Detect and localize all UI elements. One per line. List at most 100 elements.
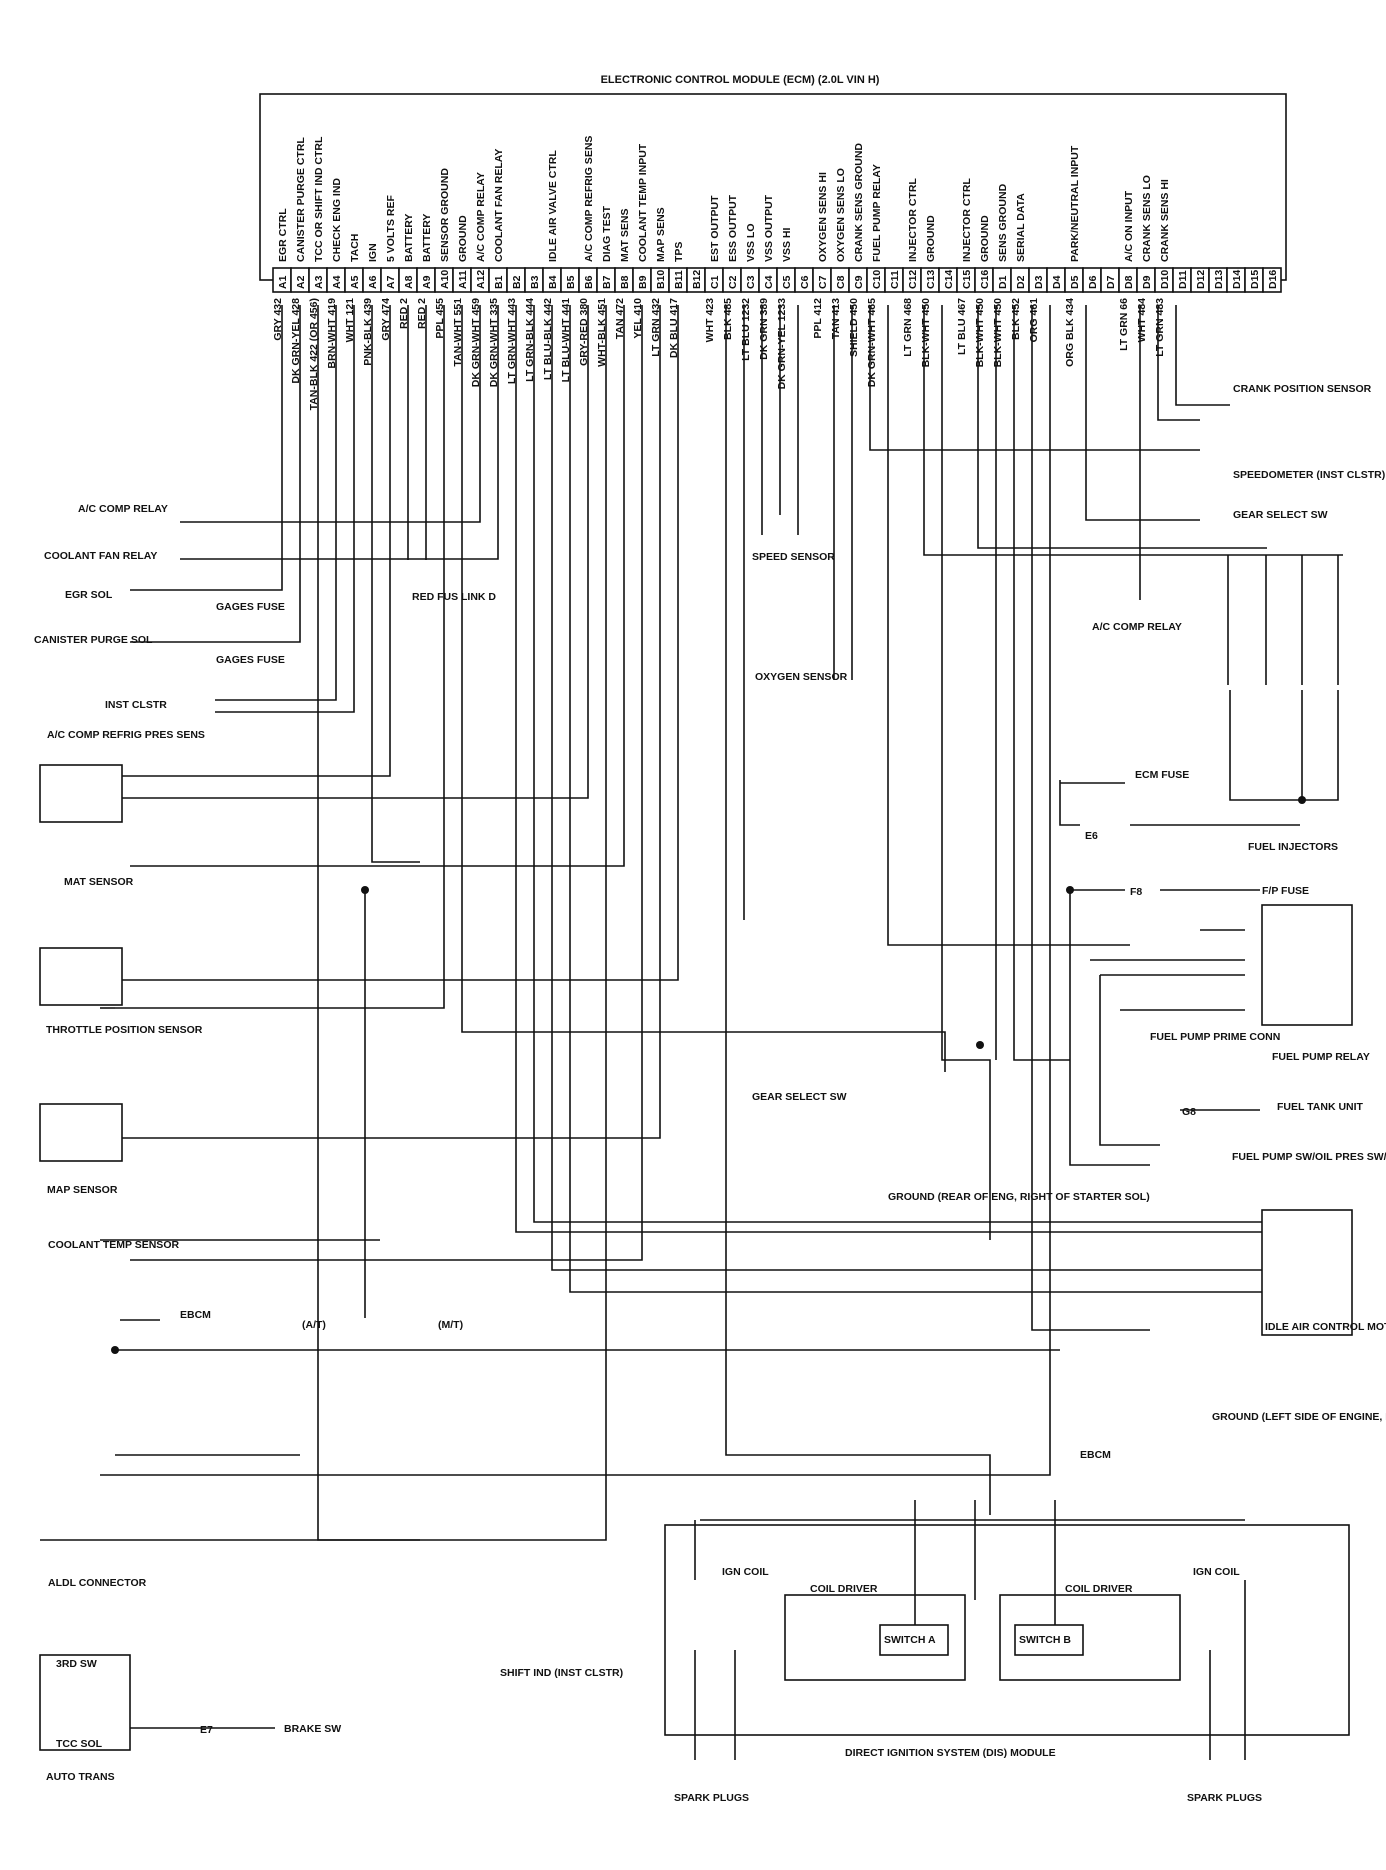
ecm-pin-id-b11: B11 — [673, 270, 685, 289]
ecm-pin-function-c10: FUEL PUMP RELAY — [871, 164, 883, 262]
ecm-pin-function-d10: CRANK SENS HI — [1159, 179, 1171, 262]
ecm-pin-function-d8: A/C ON INPUT — [1123, 190, 1135, 262]
ecm-pin-id-d14: D14 — [1231, 270, 1243, 289]
ecm-pin-id-a11: A11 — [457, 270, 469, 289]
mt-label: (M/T) — [438, 1319, 463, 1331]
ecm-pin-wire-b11: DK BLU 417 — [668, 298, 680, 358]
tcc-sol-label: TCC SOL — [56, 1738, 103, 1750]
ecm-pin-function-a1: EGR CTRL — [277, 208, 289, 262]
ecm-pin-id-a2: A2 — [295, 275, 307, 289]
ecm-pin-id-b8: B8 — [619, 275, 631, 289]
labels: CRANK POSITION SENSOR SPEEDOMETER (INST … — [34, 383, 1386, 1804]
speedometer-label: SPEEDOMETER (INST CLSTR) — [1233, 469, 1385, 481]
ecm-pin-function-c1: EST OUTPUT — [709, 195, 721, 262]
ecm-fuse-label: ECM FUSE — [1135, 769, 1189, 781]
ecm-pin-id-a3: A3 — [313, 275, 325, 289]
ecm-pin-function-c15: INJECTOR CTRL — [961, 178, 973, 262]
third-sw-label: 3RD SW — [56, 1658, 97, 1670]
ecm-pin-wire-a5: WHT 121 — [344, 298, 356, 343]
ecm-pin-function-a2: CANISTER PURGE CTRL — [295, 137, 307, 262]
ign-coil-label-2: IGN COIL — [1193, 1566, 1240, 1578]
ecm-pin-id-d4: D4 — [1051, 275, 1063, 289]
ecm-pin-wire-c8: TAN 413 — [830, 298, 842, 339]
ecm-pin-id-a10: A10 — [439, 270, 451, 289]
fp-fuse-label: F/P FUSE — [1262, 885, 1309, 897]
ecm-pin-function-c12: INJECTOR CTRL — [907, 178, 919, 262]
ecm-pin-function-c2: ESS OUTPUT — [727, 194, 739, 262]
ecm-pin-function-c7: OXYGEN SENS HI — [817, 172, 829, 262]
speed-sensor-label: SPEED SENSOR — [752, 551, 835, 563]
ecm-pin-function-c8: OXYGEN SENS LO — [835, 168, 847, 262]
mat-sensor-label: MAT SENSOR — [64, 876, 134, 888]
ecm-pin-id-c2: C2 — [727, 275, 739, 289]
ecm-pin-id-d3: D3 — [1033, 275, 1045, 289]
ecm-pin-id-b3: B3 — [529, 275, 541, 289]
connector-e7: E7 — [200, 1724, 213, 1736]
ecm-pin-function-a7: 5 VOLTS REF — [385, 195, 397, 262]
ecm-pin-function-d2: SERIAL DATA — [1015, 193, 1027, 262]
ecm-pin-id-d2: D2 — [1015, 275, 1027, 289]
fuel-pump-prime-label: FUEL PUMP PRIME CONN — [1150, 1031, 1280, 1043]
ecm-pin-id-c13: C13 — [925, 270, 937, 289]
ecm-pin-function-a12: A/C COMP RELAY — [475, 172, 487, 262]
ecm-pin-wire-d2: BLK 452 — [1010, 298, 1022, 340]
ecm-pin-id-d11: D11 — [1177, 270, 1189, 289]
ecm-pin-wire-b10: LT GRN 432 — [650, 298, 662, 357]
ecm-pin-function-d9: CRANK SENS LO — [1141, 175, 1153, 262]
ecm-pin-wire-d10: LT GRN 483 — [1154, 298, 1166, 357]
fuel-injectors-label: FUEL INJECTORS — [1248, 841, 1338, 853]
ecm-pin-id-c6: C6 — [799, 275, 811, 289]
ac-comp-relay-left-label: A/C COMP RELAY — [78, 503, 168, 515]
ecm-pin-id-a1: A1 — [277, 275, 289, 289]
at-label: (A/T) — [302, 1319, 326, 1331]
ecm-pin-wire-a12: DK GRN-WHT 459 — [470, 298, 482, 387]
diagram-title: ELECTRONIC CONTROL MODULE (ECM) (2.0L VI… — [601, 74, 880, 86]
ecm-pin-id-c8: C8 — [835, 275, 847, 289]
ecm-pin-id-d12: D12 — [1195, 270, 1207, 289]
coolant-temp-label: COOLANT TEMP SENSOR — [48, 1239, 179, 1251]
coil-driver-label-2: COIL DRIVER — [1065, 1583, 1133, 1595]
coolant-fan-relay-label: COOLANT FAN RELAY — [44, 550, 157, 562]
inst-clstr-label: INST CLSTR — [105, 699, 167, 711]
ecm-pin-wire-b9: YEL 410 — [632, 298, 644, 339]
ecm-pin-wire-c7: PPL 412 — [812, 298, 824, 339]
ecm-pin-id-b7: B7 — [601, 275, 613, 289]
ecm-pin-function-c3: VSS LO — [745, 223, 757, 262]
ecm-pin-wire-a8: RED 2 — [398, 298, 410, 329]
ecm-pin-id-c5: C5 — [781, 275, 793, 289]
ecm-pin-id-b10: B10 — [655, 270, 667, 289]
ground-left-label: GROUND (LEFT SIDE OF ENGINE, BELOW DIS) — [1212, 1411, 1386, 1423]
ign-coil-label-1: IGN COIL — [722, 1566, 769, 1578]
ecm-pin-wire-b2: LT GRN-WHT 443 — [506, 298, 518, 384]
ecm-pin-id-d5: D5 — [1069, 275, 1081, 289]
ecm-pin-id-b2: B2 — [511, 275, 523, 289]
ecm-pin-function-b7: DIAG TEST — [601, 205, 613, 262]
ecm-pin-id-b12: B12 — [691, 270, 703, 289]
ecm-pin-function-c13: GROUND — [925, 215, 937, 262]
switch-b-label: SWITCH B — [1019, 1634, 1071, 1646]
gages-fuse-label-1: GAGES FUSE — [216, 601, 285, 613]
ecm-pin-wire-c9: SHIELD 450 — [848, 298, 860, 357]
ecm-pin-wire-c15: LT BLU 467 — [956, 298, 968, 355]
ecm-pin-id-b4: B4 — [547, 275, 559, 289]
ecm-pin-id-d1: D1 — [997, 275, 1009, 289]
red-fus-link-label: RED FUS LINK D — [412, 591, 496, 603]
auto-trans-label: AUTO TRANS — [46, 1771, 115, 1783]
map-sensor-label: MAP SENSOR — [47, 1184, 118, 1196]
fuel-tank-label: FUEL TANK UNIT — [1277, 1101, 1364, 1113]
ecm-pin-wire-b7: WHT-BLK 451 — [596, 298, 608, 367]
connector-e6: E6 — [1085, 830, 1098, 842]
spark-plugs-label-2: SPARK PLUGS — [1187, 1792, 1262, 1804]
ecm-pin-id-a5: A5 — [349, 275, 361, 289]
fuel-pump-sw-label: FUEL PUMP SW/OIL PRES SW/SENDER — [1232, 1151, 1386, 1163]
switch-a-label: SWITCH A — [884, 1634, 936, 1646]
ecm-pin-id-c14: C14 — [943, 270, 955, 289]
ecm-pin-id-a12: A12 — [475, 270, 487, 289]
ecm-pin-id-a7: A7 — [385, 275, 397, 289]
ecm-pin-id-d6: D6 — [1087, 275, 1099, 289]
ecm-pin-function-c16: GROUND — [979, 215, 991, 262]
ecm-pin-id-c3: C3 — [745, 275, 757, 289]
ecm-pin-id-a4: A4 — [331, 275, 343, 289]
ecm-pin-wire-d5: ORG BLK 434 — [1064, 298, 1076, 367]
